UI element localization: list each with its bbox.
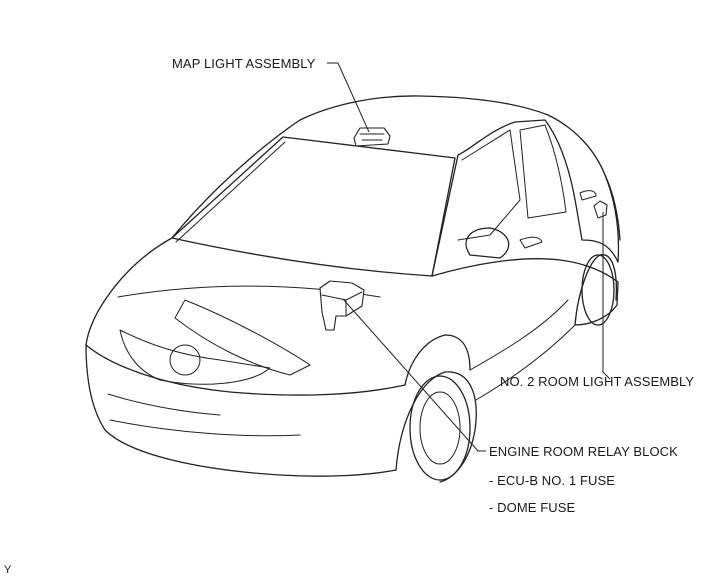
room-light-2-leader xyxy=(602,212,611,380)
relay-block-label: ENGINE ROOM RELAY BLOCK xyxy=(489,444,678,459)
fuse-dome-label: - DOME FUSE xyxy=(489,500,576,515)
car-body xyxy=(85,95,621,483)
relay-block-part xyxy=(319,280,365,331)
room-light-2-part xyxy=(593,200,608,219)
map-light-leader xyxy=(327,62,370,133)
fuse-ecub-label: - ECU-B NO. 1 FUSE xyxy=(489,473,616,488)
corner-code-label: Y xyxy=(4,564,12,576)
relay-block-leader xyxy=(342,298,486,452)
room-light-2-label: NO. 2 ROOM LIGHT ASSEMBLY xyxy=(500,374,695,389)
map-light-part xyxy=(353,127,391,147)
map-light-label: MAP LIGHT ASSEMBLY xyxy=(172,56,316,71)
